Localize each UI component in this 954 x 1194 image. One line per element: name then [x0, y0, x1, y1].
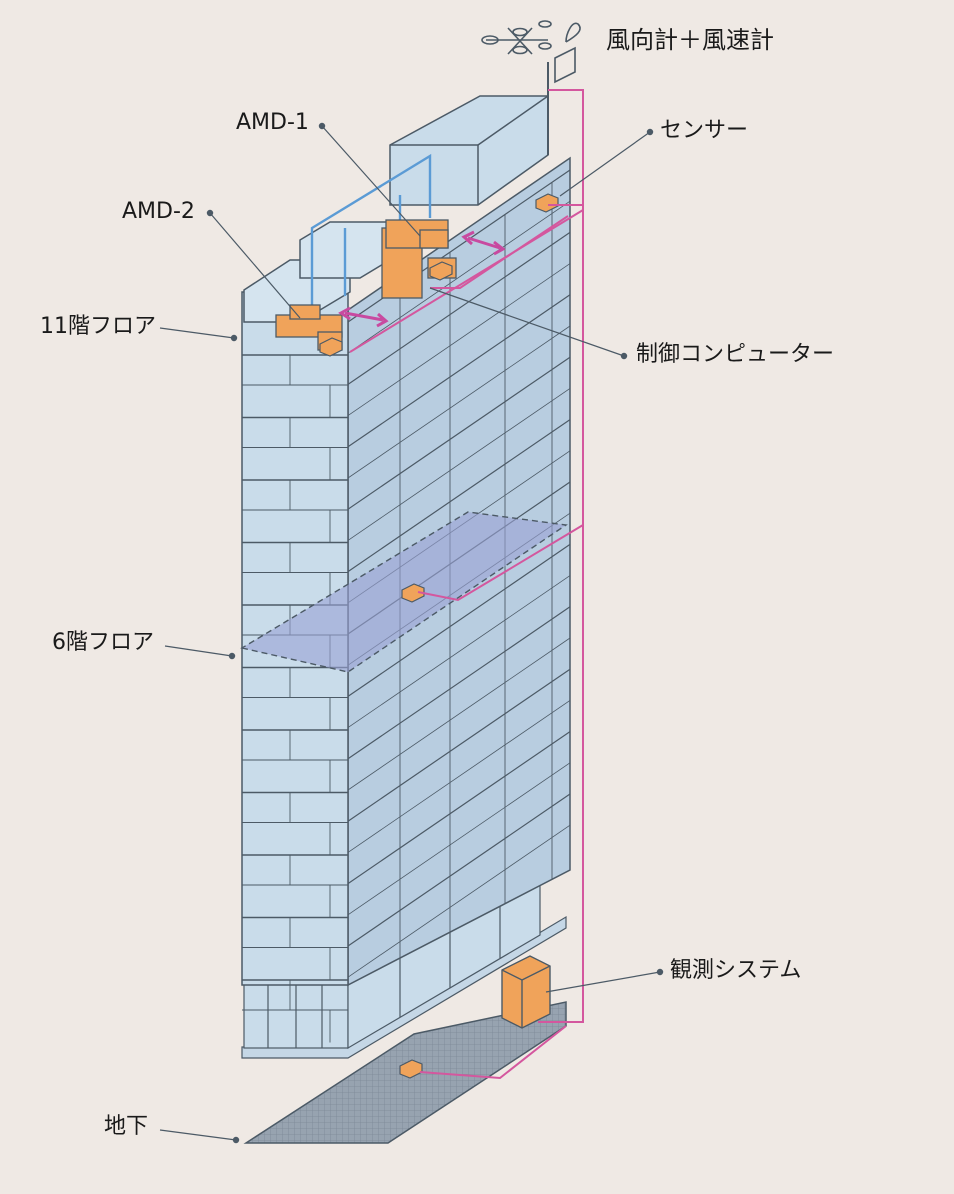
floor-grid-line [347, 575, 571, 728]
floor-grid-line [347, 263, 571, 416]
floor-grid-line [347, 606, 571, 760]
floor-grid-line [347, 731, 571, 885]
leader-lines [159, 122, 664, 1144]
label-sensor: センサー [660, 118, 749, 143]
movement-arrows [338, 230, 506, 328]
sensor-icon [401, 583, 425, 603]
signal-cables [349, 89, 584, 1080]
floor-grid-line [347, 231, 571, 385]
label-basement: 地下 [104, 1114, 149, 1139]
floor-grid-line [347, 200, 571, 354]
sensor-icons [319, 193, 559, 1079]
sensor-icon [319, 337, 343, 357]
ground-floor-columns [243, 868, 541, 1050]
label-floor11: 11階フロア [40, 314, 156, 339]
floor-grid-line [347, 388, 571, 541]
floor-grid-line [347, 668, 571, 822]
label-observation-system: 観測システム [670, 958, 802, 983]
floor-grid-line [347, 543, 571, 697]
amd1-device [381, 219, 457, 299]
floor-grid-line [347, 793, 571, 947]
sensor-icon [429, 261, 453, 281]
label-floor6: 6階フロア [52, 630, 154, 655]
observation-system-box [501, 955, 551, 1029]
floor-grid-line [347, 762, 571, 916]
floor-grid-line [347, 325, 571, 479]
floor-grid-line [347, 294, 571, 448]
anemometer-icon [481, 20, 581, 84]
label-control-computer: 制御コンピューター [636, 342, 835, 367]
floor-grid-line [347, 637, 571, 791]
label-amd2: AMD-2 [122, 199, 195, 224]
floor-grid-line [347, 419, 571, 573]
label-wind-meter: 風向計＋風速計 [606, 26, 774, 54]
floor-grid-line [347, 824, 571, 978]
floor-grid-line [347, 356, 571, 510]
floor-grid-line [347, 700, 571, 853]
label-amd1: AMD-1 [236, 110, 309, 135]
